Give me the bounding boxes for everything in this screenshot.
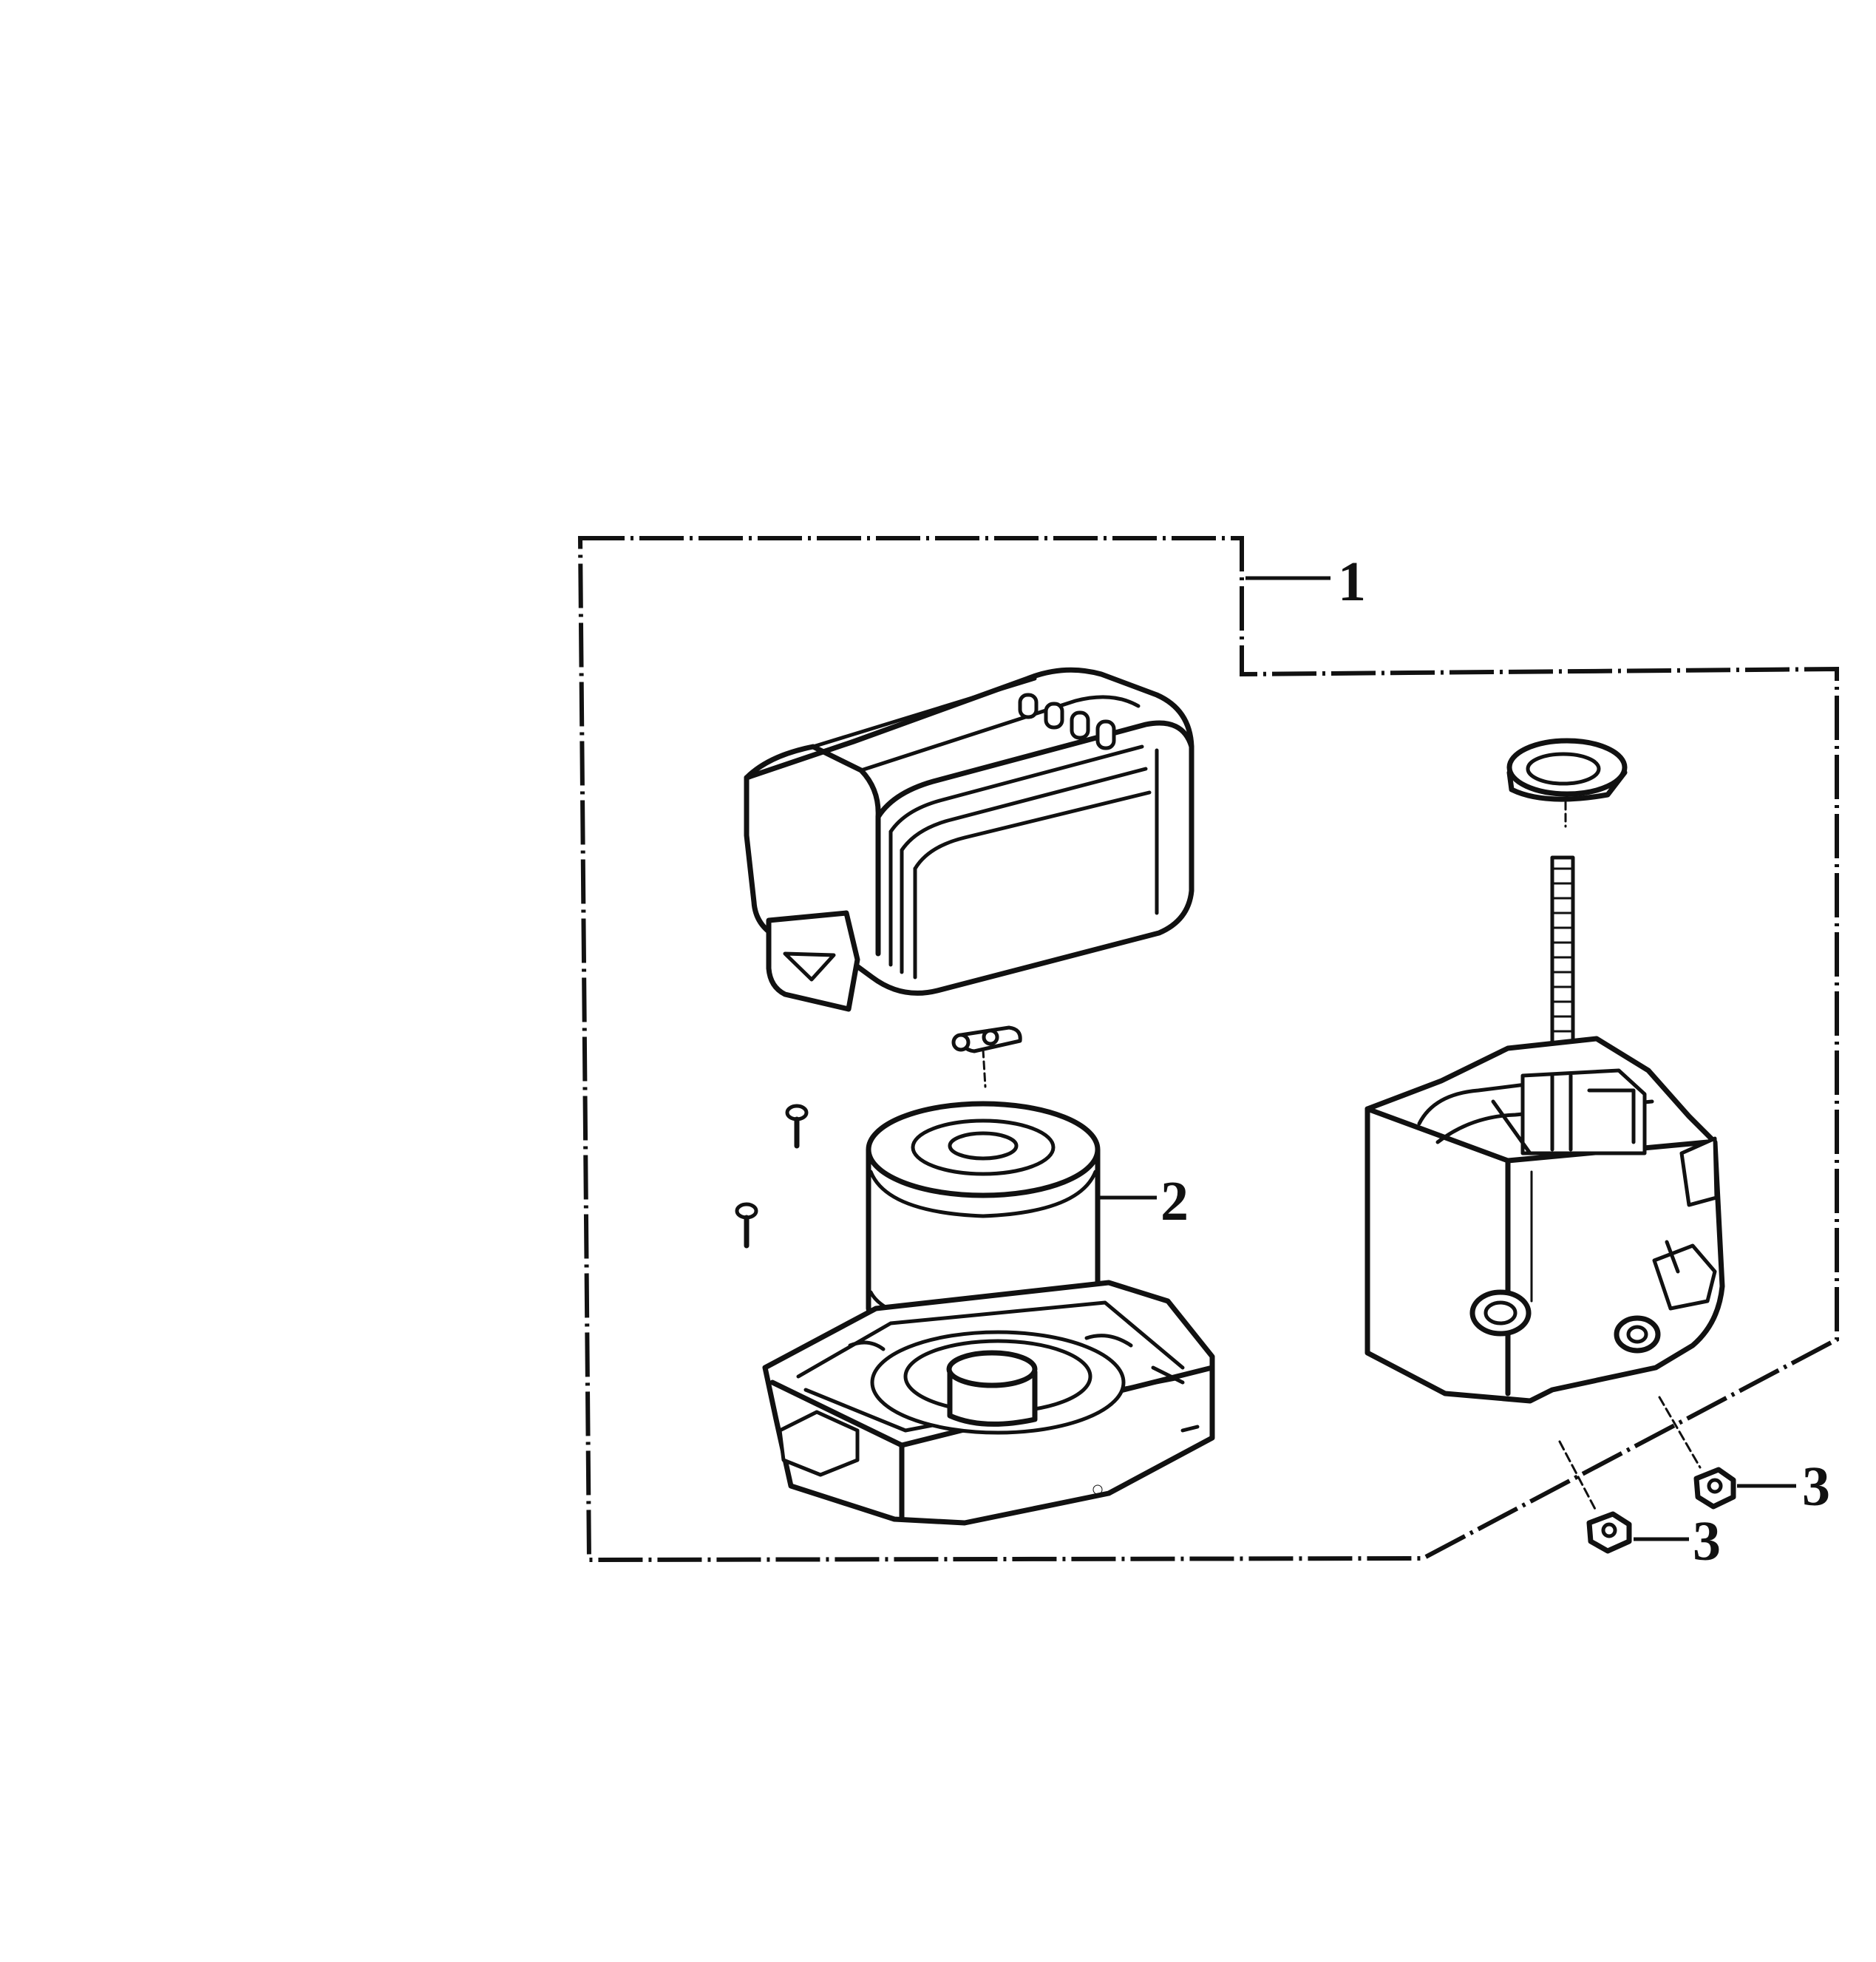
cover-vent-slots <box>1018 693 1116 750</box>
callout-3-lower: 3 <box>1634 1510 1721 1572</box>
stud-bolt <box>1550 855 1575 1052</box>
callout-1-label: 1 <box>1338 551 1366 613</box>
wing-nut <box>951 1025 1022 1088</box>
callout-3-upper: 3 <box>1737 1456 1830 1518</box>
callout-2: 2 <box>1100 1170 1189 1232</box>
air-cleaner-elbow <box>1364 1036 1725 1404</box>
callout-1: 1 <box>1245 551 1366 613</box>
callout-2-label: 2 <box>1160 1170 1189 1232</box>
screw <box>735 1202 758 1249</box>
air-cleaner-cover <box>744 667 1194 1012</box>
flange-nut <box>1693 1467 1736 1510</box>
callout-3-upper-label: 3 <box>1802 1456 1830 1518</box>
flange-nut <box>1586 1511 1632 1554</box>
air-cleaner-case <box>762 1280 1215 1526</box>
seal-ring <box>1506 738 1628 828</box>
cover-latch-tab <box>766 910 860 1012</box>
callout-3-lower-label: 3 <box>1693 1510 1721 1572</box>
assembly-frame <box>577 536 1839 1563</box>
screw <box>785 1104 809 1149</box>
